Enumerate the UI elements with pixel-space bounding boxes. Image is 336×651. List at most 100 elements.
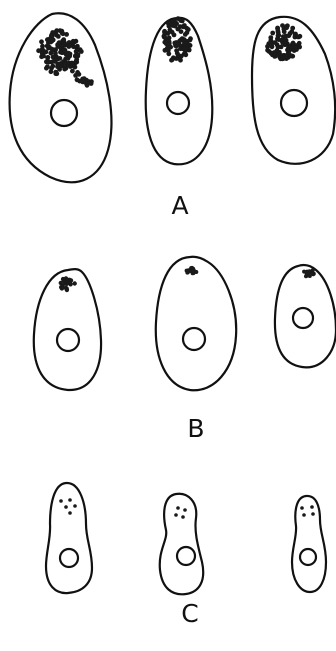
granule xyxy=(268,38,274,43)
cell-b3-outline xyxy=(273,263,336,369)
granule xyxy=(70,38,76,44)
granule xyxy=(54,28,60,33)
granule xyxy=(287,44,293,49)
cell-a3-outline xyxy=(250,15,336,165)
cell-a3 xyxy=(250,15,336,165)
panel-c: C xyxy=(44,481,328,628)
granule xyxy=(55,42,60,48)
granule xyxy=(182,40,187,46)
granule xyxy=(59,28,65,34)
granule xyxy=(72,281,77,286)
granule xyxy=(63,276,69,281)
granule xyxy=(296,40,302,46)
cell-c3-outline xyxy=(290,494,328,594)
granule xyxy=(66,44,72,49)
granule xyxy=(286,49,291,55)
granule xyxy=(75,70,80,75)
cell-b1-outline xyxy=(32,268,103,392)
granule xyxy=(36,48,41,54)
granule xyxy=(59,43,65,49)
granule xyxy=(176,41,182,47)
cell-a1-outline xyxy=(8,12,113,184)
cell-c3-nucleus xyxy=(298,547,318,567)
cell-a3-nucleus xyxy=(279,88,309,118)
panel-b-label: B xyxy=(187,414,204,443)
granule xyxy=(71,44,76,50)
cell-c1 xyxy=(44,481,94,595)
granule xyxy=(75,43,80,49)
granule xyxy=(297,44,302,50)
granule xyxy=(39,54,44,60)
cell-a2-outline xyxy=(144,16,214,166)
granule xyxy=(272,54,278,59)
cell-b1-nucleus xyxy=(55,327,81,353)
cell-c1-granules xyxy=(59,498,77,515)
granule xyxy=(275,44,281,50)
cell-b3-granules xyxy=(302,268,316,279)
granule xyxy=(270,30,276,36)
granule xyxy=(58,280,63,286)
granule xyxy=(50,30,56,35)
granule xyxy=(281,56,286,61)
granule xyxy=(62,47,68,53)
granule xyxy=(63,60,68,66)
granule xyxy=(45,64,50,70)
cell-a3-granules xyxy=(265,23,303,62)
granule xyxy=(182,50,188,56)
granule xyxy=(45,55,50,61)
granule xyxy=(69,61,75,67)
granule xyxy=(61,39,67,45)
granule xyxy=(162,39,168,45)
granule xyxy=(62,66,68,72)
cell-a1-granules xyxy=(36,28,94,88)
cell-a2-nucleus xyxy=(165,90,191,116)
granule xyxy=(166,23,172,29)
granule xyxy=(287,31,293,36)
granule xyxy=(178,29,184,34)
granule xyxy=(171,32,177,38)
cell-a2 xyxy=(144,16,214,166)
granule xyxy=(265,44,270,49)
granule xyxy=(54,32,59,38)
cell-b2-granules xyxy=(184,265,199,276)
granule xyxy=(190,271,195,276)
granule xyxy=(187,43,193,48)
cell-b3 xyxy=(273,263,336,369)
cell-c1-outline xyxy=(44,481,94,595)
granule xyxy=(281,26,287,32)
cell-b2 xyxy=(154,255,238,392)
cell-c1-nucleus xyxy=(58,547,80,569)
granule xyxy=(67,53,73,59)
granule xyxy=(283,33,289,39)
cell-c2-nucleus xyxy=(175,545,197,567)
granule xyxy=(275,26,280,31)
granule xyxy=(184,46,189,51)
granule xyxy=(47,44,52,50)
cell-a1 xyxy=(8,12,113,184)
granule xyxy=(88,81,94,86)
granule xyxy=(39,39,44,45)
granule xyxy=(171,19,176,24)
granule xyxy=(310,268,315,273)
granule xyxy=(82,78,87,84)
cell-c3 xyxy=(290,494,328,594)
cell-c2-outline xyxy=(158,492,205,596)
granule xyxy=(169,57,174,63)
granule xyxy=(46,59,52,65)
granule xyxy=(279,38,284,43)
granule xyxy=(188,36,193,42)
granule xyxy=(174,48,180,53)
panel-a-label: A xyxy=(171,191,188,220)
granule xyxy=(190,265,194,270)
granule xyxy=(166,51,172,57)
granule xyxy=(269,41,274,47)
granule xyxy=(285,23,290,29)
granule xyxy=(178,53,184,59)
granule xyxy=(53,50,58,56)
granule xyxy=(53,56,59,62)
granule xyxy=(48,50,54,56)
granule xyxy=(306,271,311,276)
granule xyxy=(64,32,69,37)
granule xyxy=(70,68,75,74)
